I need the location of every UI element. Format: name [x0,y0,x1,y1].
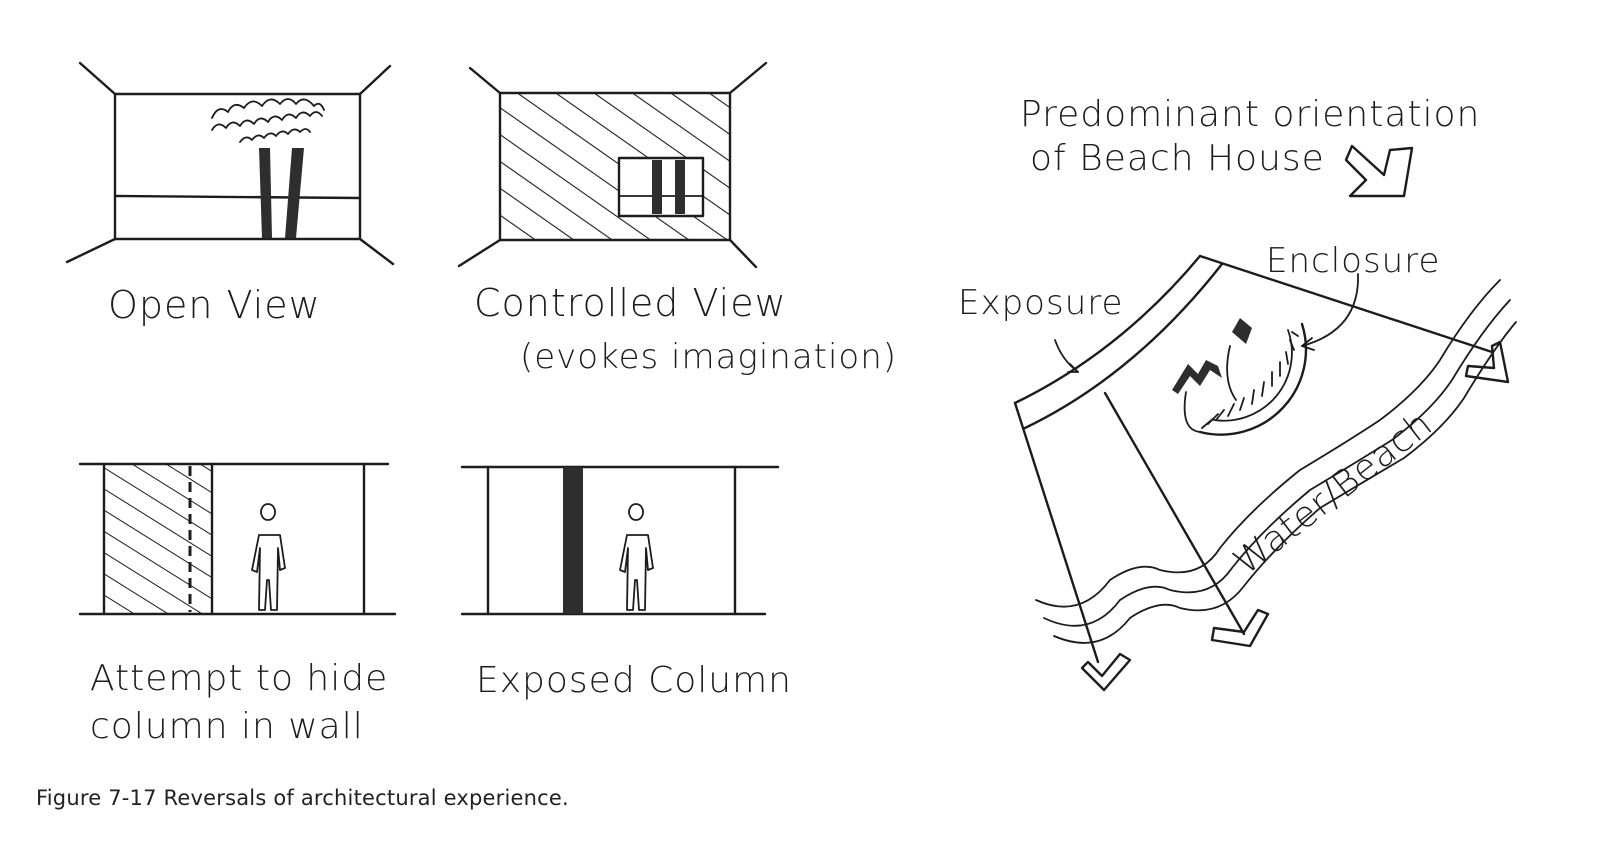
view-arrow-icon [1080,340,1510,692]
figure-caption: Figure 7-17 Reversals of architectural e… [36,786,569,810]
orientation-arrow-icon [1344,144,1414,198]
open-view-sketch [65,61,395,266]
controlled-view-sublabel: (evokes imagination) [520,337,897,377]
person-figure-icon [619,503,654,611]
exposed-column-sketch [460,465,780,616]
beach-house-subtitle: of Beach House [1030,138,1325,179]
enclosure-label: Enclosure [1266,241,1440,281]
water-beach-label: Water/Beach [1226,403,1440,583]
person-figure-icon [251,503,286,611]
tree-foliage-icon [211,98,325,143]
controlled-view-label: Controlled View [474,281,787,325]
tree-trunk-icon [259,148,304,238]
water-waves-icon [1035,279,1517,644]
beach-house-title: Predominant orientation [1020,94,1480,135]
exposure-label: Exposure [958,283,1123,323]
enclosure-wall-icon [1198,322,1308,436]
open-view-label: Open View [108,283,321,327]
window-icon [617,156,705,218]
controlled-view-sketch [457,61,768,269]
hide-column-sublabel: column in wall [90,706,364,747]
column-icon [563,467,583,614]
hide-column-label: Attempt to hide [90,658,388,699]
beach-house-sketch [1013,144,1517,692]
hide-column-sketch [78,462,397,616]
exposed-column-label: Exposed Column [476,660,792,701]
